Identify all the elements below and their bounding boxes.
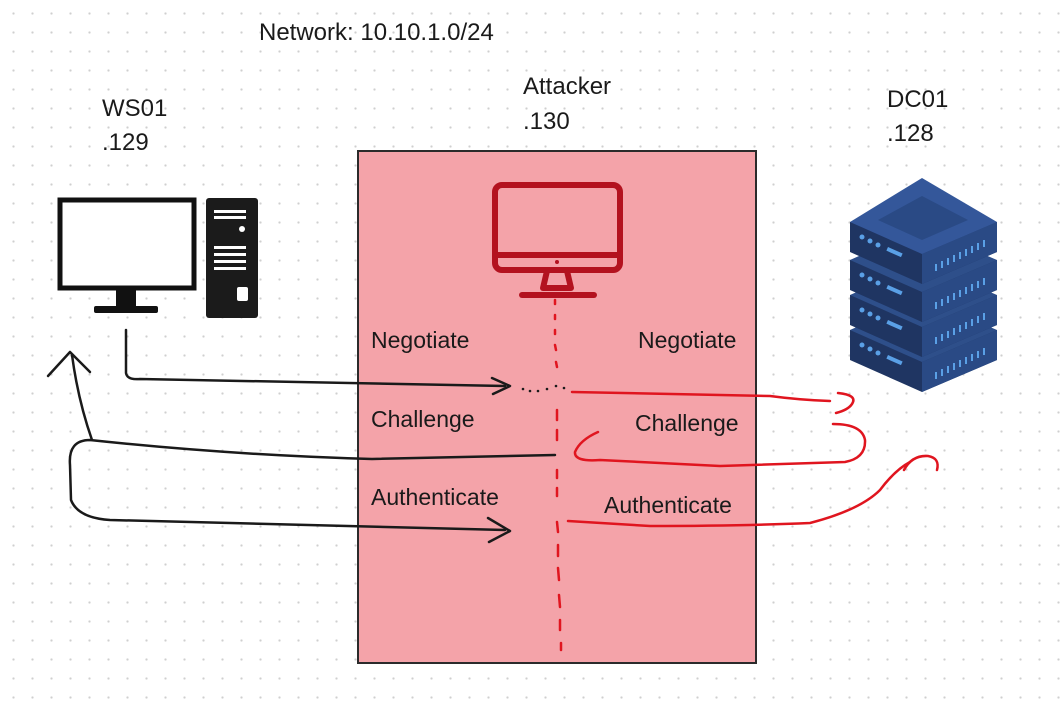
negotiate-red-arrowhead: [834, 391, 855, 415]
server-unit-4: [850, 298, 997, 392]
dc01-ip: .128: [887, 120, 934, 147]
server-unit-2: [850, 228, 997, 322]
negotiate-label-right: Negotiate: [638, 327, 737, 353]
server-unit-1: [850, 178, 997, 284]
authenticate-red-arrowhead: [902, 454, 939, 472]
workstation-monitor-icon: [57, 197, 197, 313]
challenge-up-ws01: [70, 353, 94, 442]
authenticate-label-left: Authenticate: [371, 484, 499, 510]
attacker-name: Attacker: [523, 73, 612, 100]
attacker-ip: .130: [523, 108, 570, 135]
challenge-arrowhead-ws01: [46, 350, 92, 378]
authenticate-label-right: Authenticate: [604, 492, 732, 518]
network-label: Network: 10.10.1.0/24: [259, 19, 494, 46]
workstation-tower-icon: [206, 198, 258, 318]
dc01-name: DC01: [887, 86, 949, 113]
challenge-label-right: Challenge: [635, 410, 739, 436]
ws01-ip: .129: [102, 129, 149, 156]
challenge-label-left: Challenge: [371, 406, 475, 432]
server-unit-3: [850, 263, 997, 357]
ws01-name: WS01: [102, 95, 168, 122]
negotiate-label-left: Negotiate: [371, 327, 470, 353]
